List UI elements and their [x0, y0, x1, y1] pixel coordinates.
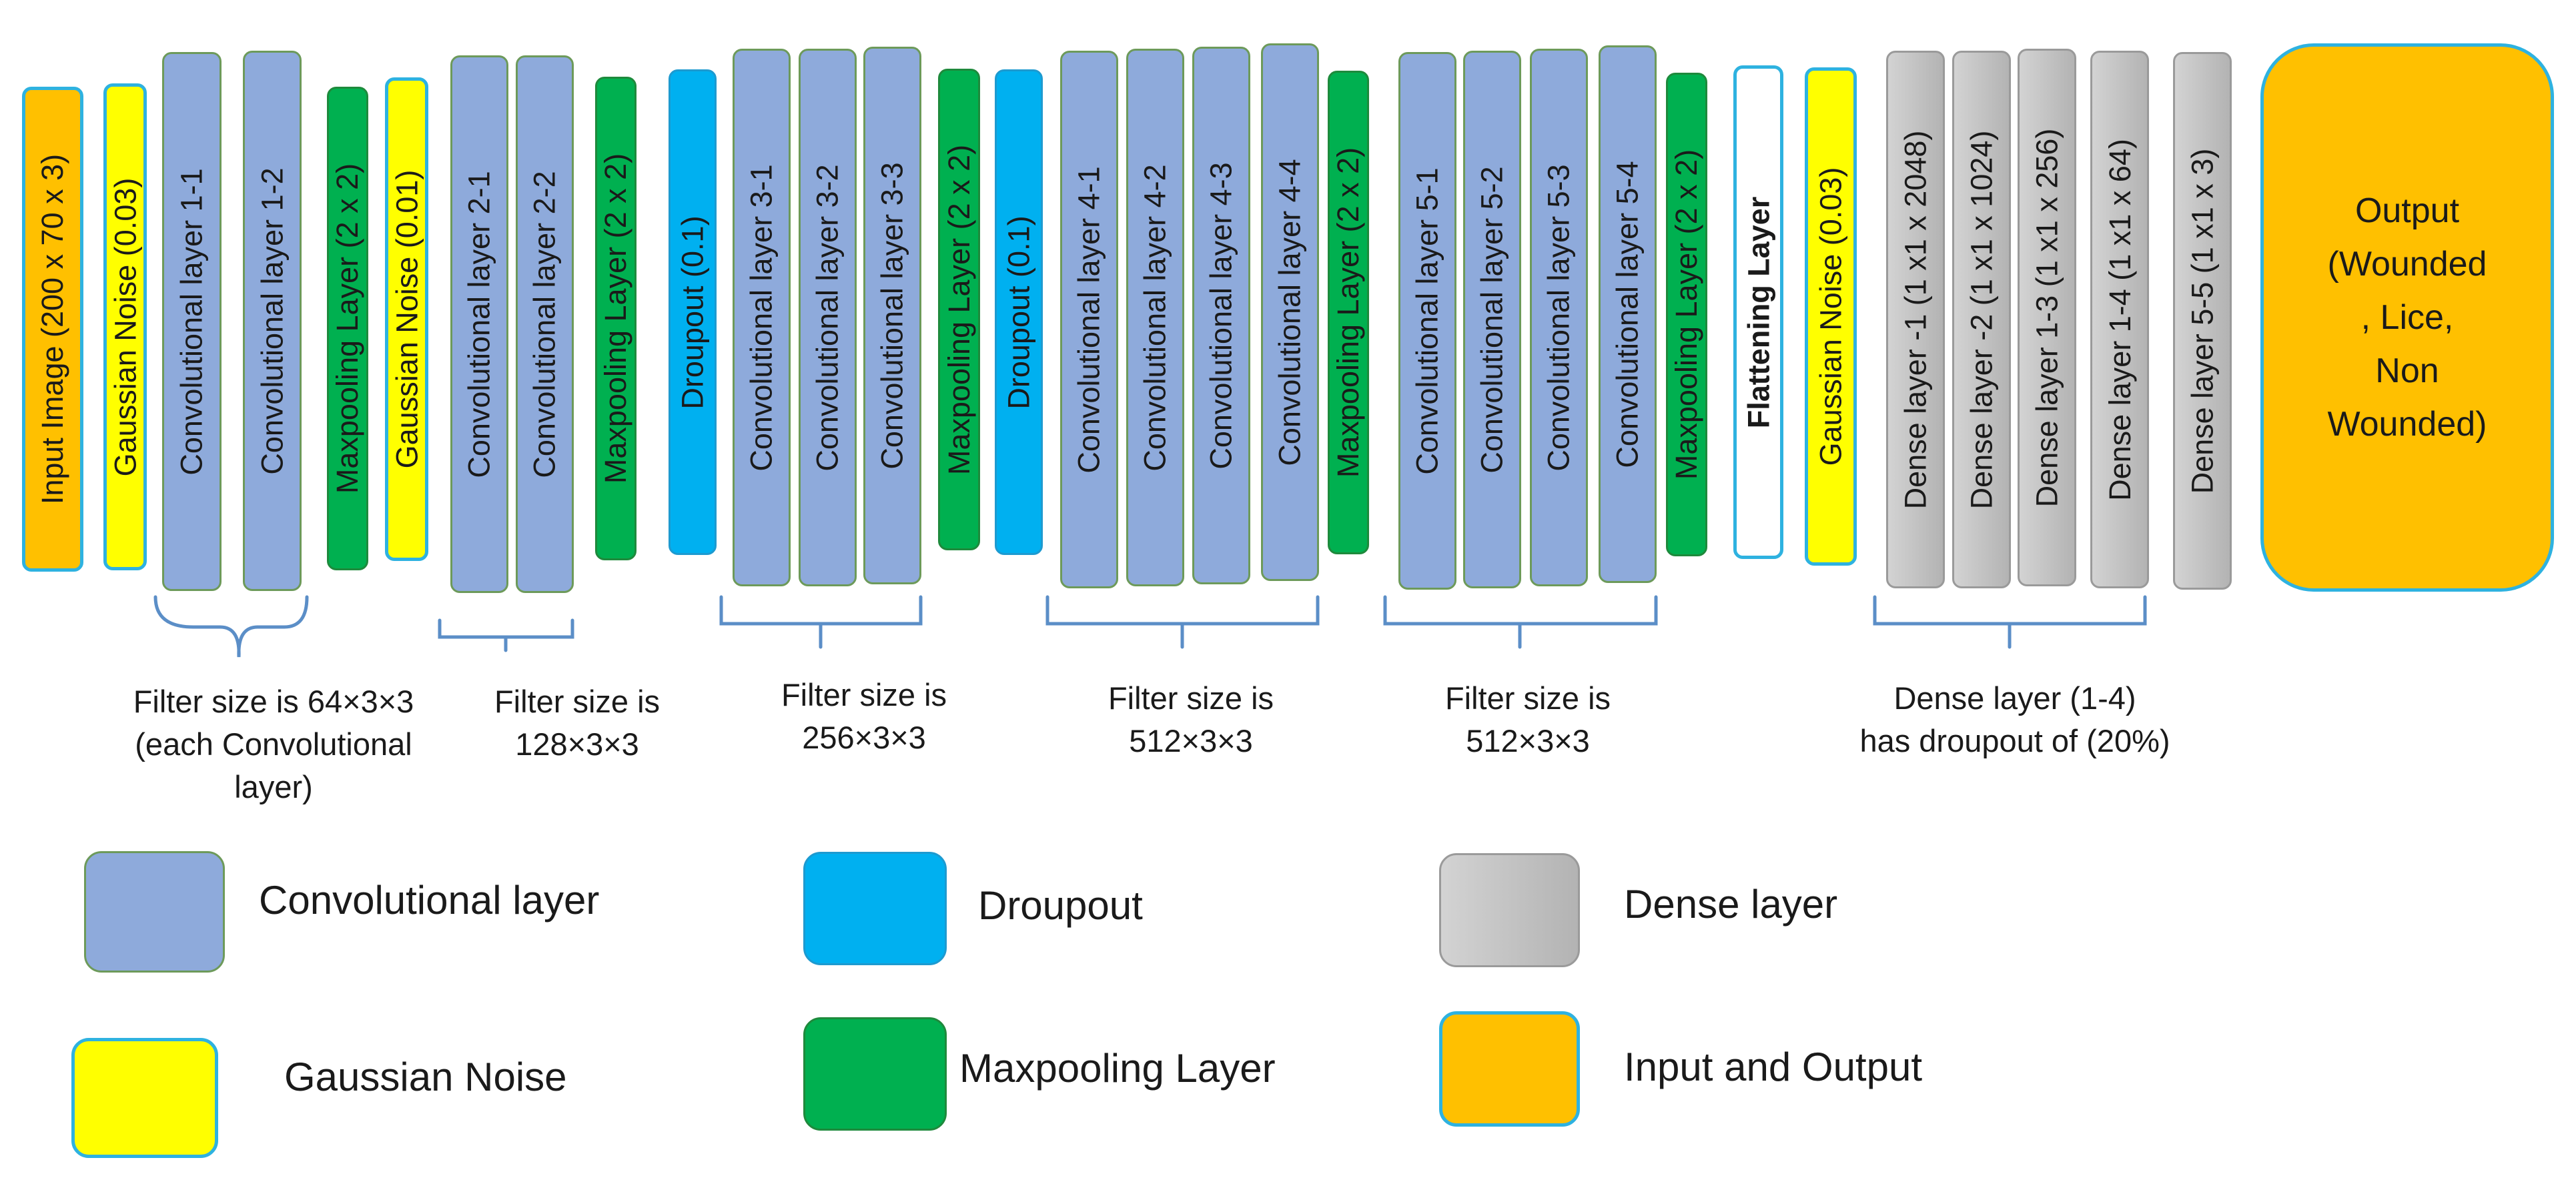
caption-group-4: Filter size is 512×3×3: [1081, 677, 1301, 762]
legend-swatch-noise: [71, 1038, 218, 1158]
caption-line: (each Convolutional: [135, 726, 412, 762]
legend-label-conv: Convolutional layer: [259, 878, 600, 923]
caption-line: Dense layer (1-4): [1893, 680, 2136, 716]
caption-group-1: Filter size is 64×3×3 (each Convolutiona…: [107, 680, 440, 808]
caption-line: layer): [234, 769, 313, 804]
caption-line: Filter size is: [1444, 680, 1611, 716]
dropout-block-2: Droupout (0.1): [995, 69, 1043, 555]
brace-group-2: [438, 618, 574, 652]
output-line: , Lice,: [2360, 298, 2454, 337]
gaussian-noise-block-2: Gaussian Noise (0.01): [385, 77, 428, 561]
dense-layer-2: Dense layer -2 (1 x1 x 1024): [1952, 51, 2011, 588]
gaussian-noise-block-1: Gaussian Noise (0.03): [103, 83, 147, 570]
conv-layer-4-1: Convolutional layer 4-1: [1060, 51, 1118, 588]
conv-layer-4-3: Convolutional layer 4-3: [1192, 47, 1250, 584]
flattening-layer-block: Flattening Layer: [1733, 65, 1783, 559]
input-image-block: Input Image (200 x 70 x 3): [22, 87, 83, 572]
conv-layer-2-2: Convolutional layer 2-2: [516, 55, 574, 593]
legend-swatch-inout: [1439, 1011, 1580, 1127]
caption-group-3: Filter size is 256×3×3: [754, 674, 974, 759]
caption-line: 512×3×3: [1129, 723, 1253, 758]
conv-layer-3-3: Convolutional layer 3-3: [863, 47, 921, 584]
dense-layer-5: Dense layer 5-5 (1 x1 x 3): [2173, 52, 2232, 590]
legend-swatch-dense: [1439, 853, 1580, 967]
maxpool-layer-2: Maxpooling Layer (2 x 2): [595, 77, 636, 560]
conv-layer-1-1: Convolutional layer 1-1: [162, 52, 222, 591]
caption-line: Filter size is 64×3×3: [133, 684, 414, 719]
legend-swatch-maxpool: [803, 1017, 947, 1131]
maxpool-layer-1: Maxpooling Layer (2 x 2): [327, 87, 368, 570]
dropout-block-1: Droupout (0.1): [669, 69, 717, 555]
conv-layer-2-1: Convolutional layer 2-1: [450, 55, 508, 593]
conv-layer-5-2: Convolutional layer 5-2: [1463, 51, 1521, 588]
maxpool-layer-5: Maxpooling Layer (2 x 2): [1666, 73, 1707, 556]
conv-layer-3-1: Convolutional layer 3-1: [733, 49, 791, 586]
conv-layer-5-4: Convolutional layer 5-4: [1599, 45, 1657, 583]
conv-layer-4-4: Convolutional layer 4-4: [1261, 43, 1319, 581]
gaussian-noise-block-3: Gaussian Noise (0.03): [1805, 67, 1857, 566]
caption-dense: Dense layer (1-4) has droupout of (20%): [1801, 677, 2228, 762]
output-line: Wounded): [2327, 405, 2487, 444]
brace-group-4: [1045, 595, 1320, 649]
caption-line: Filter size is: [781, 677, 947, 712]
caption-line: 256×3×3: [802, 720, 926, 755]
output-line: Output: [2354, 191, 2460, 230]
legend-label-maxpool: Maxpooling Layer: [959, 1046, 1276, 1091]
caption-line: 512×3×3: [1466, 723, 1590, 758]
output-line: (Wounded: [2327, 245, 2487, 283]
dense-layer-4: Dense layer 1-4 (1 x1 x 64): [2090, 51, 2149, 588]
caption-group-2: Filter size is 128×3×3: [467, 680, 687, 766]
brace-group-1: [153, 595, 309, 658]
caption-line: has droupout of (20%): [1859, 723, 2170, 758]
conv-layer-4-2: Convolutional layer 4-2: [1126, 49, 1184, 586]
conv-layer-1-2: Convolutional layer 1-2: [243, 51, 302, 591]
legend-label-noise: Gaussian Noise: [284, 1055, 567, 1099]
output-line: Non: [2375, 352, 2439, 390]
dense-layer-3: Dense layer 1-3 (1 x1 x 256): [2018, 49, 2076, 586]
caption-line: Filter size is: [1108, 680, 1274, 716]
conv-layer-3-2: Convolutional layer 3-2: [799, 49, 857, 586]
output-label: Output (Wounded , Lice, Non Wounded): [2292, 184, 2522, 451]
dense-layer-1: Dense layer -1 (1 x1 x 2048): [1886, 51, 1945, 588]
maxpool-layer-3: Maxpooling Layer (2 x 2): [938, 69, 980, 550]
conv-layer-5-1: Convolutional layer 5-1: [1398, 52, 1456, 590]
legend-swatch-dropout: [803, 852, 947, 965]
brace-dense: [1873, 595, 2147, 649]
brace-group-5: [1383, 595, 1658, 649]
caption-line: Filter size is: [494, 684, 661, 719]
caption-line: 128×3×3: [515, 726, 639, 762]
legend-label-dense: Dense layer: [1624, 882, 1838, 927]
output-block: Output (Wounded , Lice, Non Wounded): [2260, 43, 2554, 592]
brace-group-3: [719, 595, 923, 649]
legend-swatch-conv: [84, 851, 225, 973]
legend-label-dropout: Droupout: [978, 883, 1143, 928]
conv-layer-5-3: Convolutional layer 5-3: [1530, 49, 1588, 586]
legend-label-inout: Input and Output: [1624, 1045, 1923, 1089]
caption-group-5: Filter size is 512×3×3: [1418, 677, 1638, 762]
maxpool-layer-4: Maxpooling Layer (2 x 2): [1328, 71, 1369, 554]
